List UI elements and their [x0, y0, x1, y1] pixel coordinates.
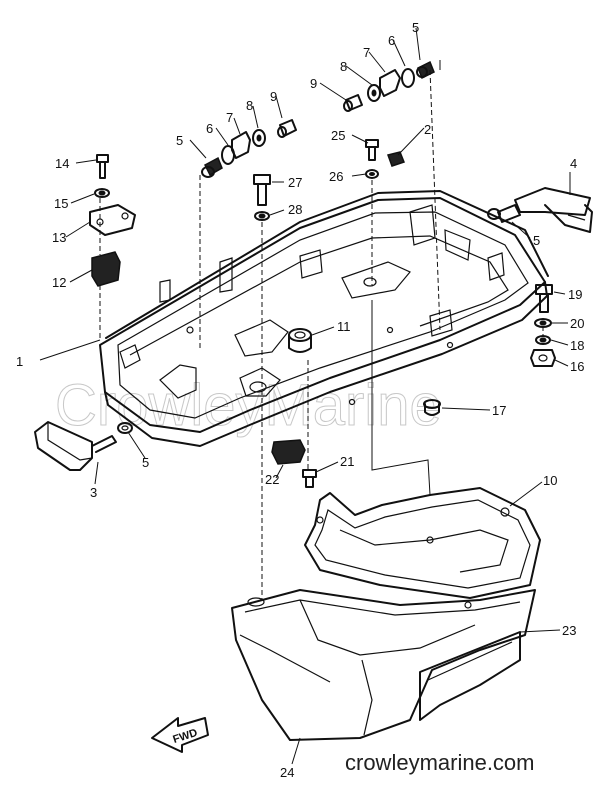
bolt-part-14	[96, 154, 109, 179]
plate-part-13	[89, 204, 136, 236]
callout-19: 19	[568, 287, 582, 302]
grommet-part-5-top-left	[201, 156, 223, 178]
lever-part-4	[487, 187, 593, 233]
nut-part-16	[530, 349, 556, 367]
callout-9-right: 9	[310, 76, 317, 91]
callout-18: 18	[570, 338, 584, 353]
callout-5-right: 5	[533, 233, 540, 248]
bracket-part-7-left	[231, 131, 251, 159]
callout-1: 1	[16, 354, 23, 369]
callout-26: 26	[329, 169, 343, 184]
washer-part-15	[94, 188, 110, 198]
callout-labels: 1 2 3 4 5 5 5 5 6 6 7 7 8 8 9 9 10 11 12…	[16, 20, 584, 780]
bracket-part-7-right	[379, 69, 401, 97]
washer-part-8-left	[252, 129, 266, 147]
bottom-cowling	[99, 190, 549, 447]
callout-8-right: 8	[340, 59, 347, 74]
watermark: CrowleyMarine	[55, 373, 442, 438]
callout-2: 2	[424, 122, 431, 137]
washer-part-6-right	[401, 68, 415, 88]
grommet-part-5-left	[117, 422, 133, 434]
fwd-arrow: FWD	[151, 717, 209, 753]
callout-5-top-right: 5	[412, 20, 419, 35]
leader-lines	[39, 27, 571, 765]
callout-15: 15	[54, 196, 68, 211]
screw-part-9-right	[343, 94, 363, 112]
callout-11: 11	[337, 319, 351, 334]
callout-22: 22	[265, 472, 279, 487]
bolt-part-25	[365, 139, 379, 161]
seal-part-10	[304, 487, 541, 599]
grommet-part-17	[423, 399, 441, 416]
callout-20: 20	[570, 316, 584, 331]
callout-3: 3	[90, 485, 97, 500]
callout-14: 14	[55, 156, 69, 171]
bolt-part-19	[535, 284, 553, 313]
washer-part-8-right	[367, 84, 381, 102]
callout-25: 25	[331, 128, 345, 143]
callout-9-left: 9	[270, 89, 277, 104]
callout-13: 13	[52, 230, 66, 245]
callout-10: 10	[543, 473, 557, 488]
damper-part-22	[271, 439, 306, 465]
washer-part-26	[365, 169, 379, 179]
washer-part-28	[254, 211, 270, 221]
callout-23: 23	[562, 623, 576, 638]
callout-8-left: 8	[246, 98, 253, 113]
grommet-part-5-top-right	[416, 60, 435, 80]
callout-28: 28	[288, 202, 302, 217]
callout-27: 27	[288, 175, 302, 190]
bolt-part-27	[253, 174, 271, 206]
side-cover-part-23	[419, 631, 521, 721]
apron-part-24	[231, 589, 536, 741]
callout-17: 17	[492, 403, 506, 418]
callout-24: 24	[280, 765, 294, 780]
lever-part-3	[34, 421, 117, 471]
callout-5-left: 5	[142, 455, 149, 470]
damper-part-12	[91, 251, 121, 287]
callout-4: 4	[570, 156, 577, 171]
callout-12: 12	[52, 275, 66, 290]
callout-5-top-left: 5	[176, 133, 183, 148]
screw-part-9-left	[277, 119, 297, 138]
callout-16: 16	[570, 359, 584, 374]
washer-part-18	[535, 335, 551, 345]
site-label: crowleymarine.com	[345, 750, 535, 775]
callout-7-right: 7	[363, 45, 370, 60]
grommet-part-2	[387, 151, 405, 167]
callout-7-left: 7	[226, 110, 233, 125]
alignment-lines	[99, 60, 544, 600]
callout-21: 21	[340, 454, 354, 469]
washer-part-20	[534, 318, 552, 328]
screw-part-21	[302, 469, 317, 488]
grommet-part-11	[288, 328, 312, 353]
callout-6-left: 6	[206, 121, 213, 136]
callout-6-right: 6	[388, 33, 395, 48]
